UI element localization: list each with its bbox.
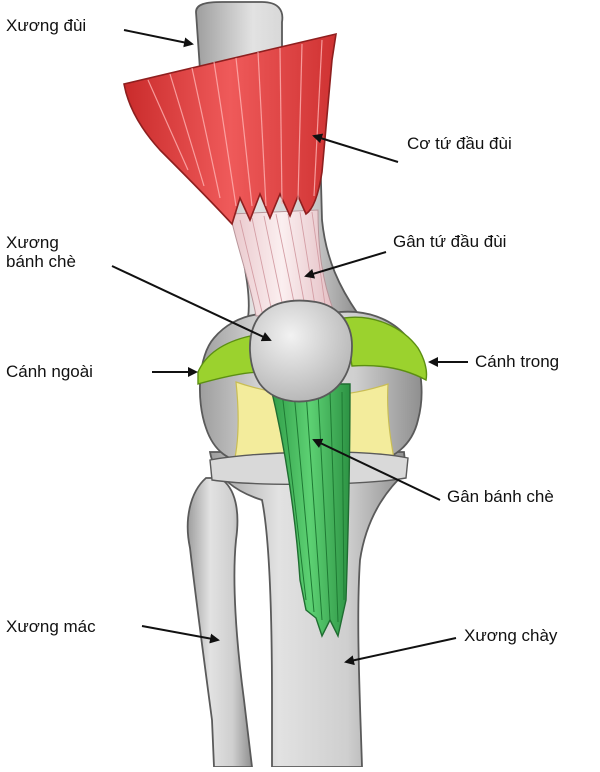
arrow-fibula (141, 625, 220, 644)
arrow-patellar-tendon (312, 438, 441, 501)
arrow-quadriceps (312, 133, 399, 163)
pointer-arrows (111, 29, 468, 666)
label-patella-line2: bánh chè (6, 252, 76, 272)
arrow-tibia (344, 637, 457, 666)
fibula-bone (186, 477, 254, 768)
arrow-femur (123, 29, 194, 48)
quadriceps-tendon (229, 209, 335, 317)
label-patella-line1: Xương (6, 233, 59, 252)
patellar-tendon-fibers (281, 391, 345, 623)
label-femur: Xương đùi (6, 16, 87, 35)
label-patellar-tendon: Gân bánh chè (447, 487, 554, 506)
patella-bone (249, 299, 353, 403)
muscle-fibers (147, 39, 323, 207)
label-fibula: Xương mác (6, 617, 96, 636)
label-tibia: Xương chày (464, 626, 558, 645)
label-quadriceps-tendon: Gân tứ đầu đùi (393, 232, 507, 251)
label-quadriceps: Cơ tứ đầu đùi (407, 134, 512, 153)
label-lateral-wing: Cánh ngoài (6, 362, 93, 381)
quadriceps-muscle (123, 32, 337, 226)
arrow-quadriceps-tendon (304, 251, 387, 279)
label-medial-wing: Cánh trong (475, 352, 560, 371)
label-patella: Xương bánh chè (6, 233, 116, 271)
tendon-fibers (239, 211, 327, 313)
medial-wing (343, 316, 428, 382)
arrow-patella (111, 265, 272, 342)
